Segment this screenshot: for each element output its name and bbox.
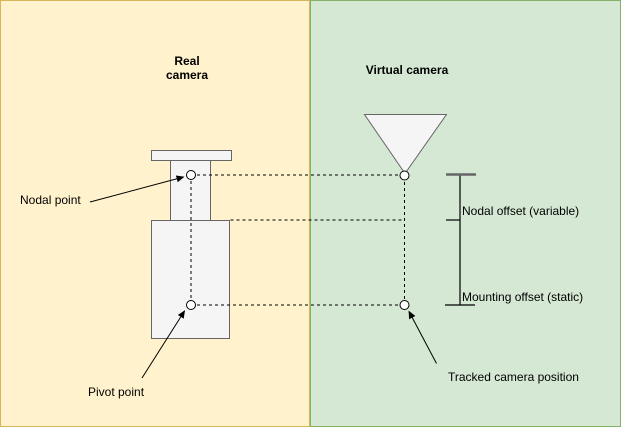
real-camera-title: Real camera xyxy=(165,54,209,82)
nodal-point-label: Nodal point xyxy=(20,193,81,207)
virtual-camera-title: Virtual camera xyxy=(365,63,449,77)
mounting-offset-label: Mounting offset (static) xyxy=(462,290,584,304)
tracked-camera-position-label: Tracked camera position xyxy=(448,370,579,384)
virtual-camera-panel xyxy=(310,0,621,427)
pivot-point-label: Pivot point xyxy=(88,385,145,399)
real-camera-panel xyxy=(0,0,310,427)
nodal-offset-label: Nodal offset (variable) xyxy=(462,204,580,218)
